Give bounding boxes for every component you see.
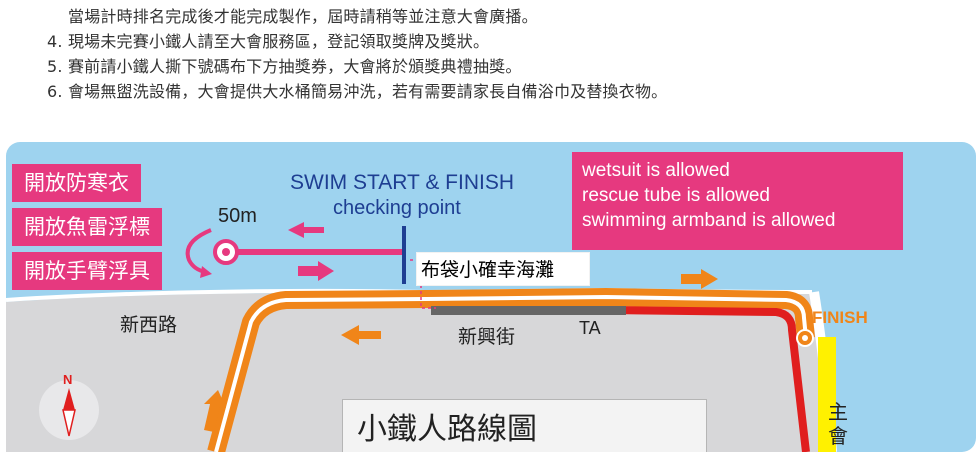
transition-area (431, 306, 626, 315)
route-title: 小鐵人路線圖 (357, 412, 537, 447)
allowed-equipment-box: wetsuit is allowed rescue tube is allowe… (572, 152, 903, 250)
finish-strip (818, 337, 836, 452)
run-route-inner (214, 295, 808, 452)
note-line-3-continued: 當場計時排名完成後才能完成製作，屆時請稍等並注意大會廣播。 (68, 7, 538, 26)
run-arrow-up (204, 390, 226, 432)
wetsuit-allowed: wetsuit is allowed (582, 160, 730, 181)
armband-allowed: swimming armband is allowed (582, 210, 836, 231)
compass-needle-south (62, 409, 76, 437)
swim-arrow-left (288, 222, 324, 238)
compass-needle-north (63, 388, 75, 410)
turn-arrow-head (200, 266, 212, 278)
venue-label: 主會 (828, 400, 848, 448)
note-item-6: 6. 會場無盥洗設備，大會提供大水桶簡易沖洗，若有需要請家長自備浴巾及替換衣物。 (47, 82, 668, 101)
course-map: 開放防寒衣 開放魚雷浮標 開放手臂浮具 50m SWIM START & FIN… (6, 142, 976, 452)
run-arrow-sea (681, 269, 718, 289)
tag-rescue-tube: 開放魚雷浮標 (12, 208, 162, 246)
road-label-xinxing: 新興街 (458, 326, 516, 348)
red-route (605, 306, 810, 452)
run-arrow-left (341, 325, 381, 345)
note-item-5: 5. 賽前請小鐵人撕下號碼布下方抽獎券，大會將於頒獎典禮抽獎。 (47, 57, 522, 76)
rescue-tube-allowed: rescue tube is allowed (582, 185, 770, 206)
finish-label: FINISH (812, 308, 868, 327)
checking-point-label: checking point (333, 197, 461, 219)
beach-label: 布袋小確幸海灘 (416, 252, 590, 286)
ta-label: TA (579, 318, 601, 338)
swim-start-title: SWIM START & FINISH (290, 171, 515, 194)
north-label: N (63, 372, 73, 387)
tag-wetsuit: 開放防寒衣 (12, 164, 141, 202)
dashed-connector (410, 259, 436, 309)
turn-arrow (185, 228, 212, 274)
distance-label: 50m (218, 205, 257, 227)
road-label-xinxi: 新西路 (120, 314, 178, 336)
route-legend-box: 小鐵人路線圖 (342, 399, 707, 452)
tag-armband: 開放手臂浮具 (12, 252, 162, 290)
swim-arrow-right (298, 261, 334, 281)
buoy-center (222, 248, 230, 256)
note-item-4: 4. 現場未完賽小鐵人請至大會服務區，登記領取獎牌及獎狀。 (47, 32, 490, 51)
finish-marker-center (802, 335, 808, 341)
instructions-section: 當場計時排名完成後才能完成製作，屆時請稍等並注意大會廣播。 4. 現場未完賽小鐵… (0, 0, 980, 140)
